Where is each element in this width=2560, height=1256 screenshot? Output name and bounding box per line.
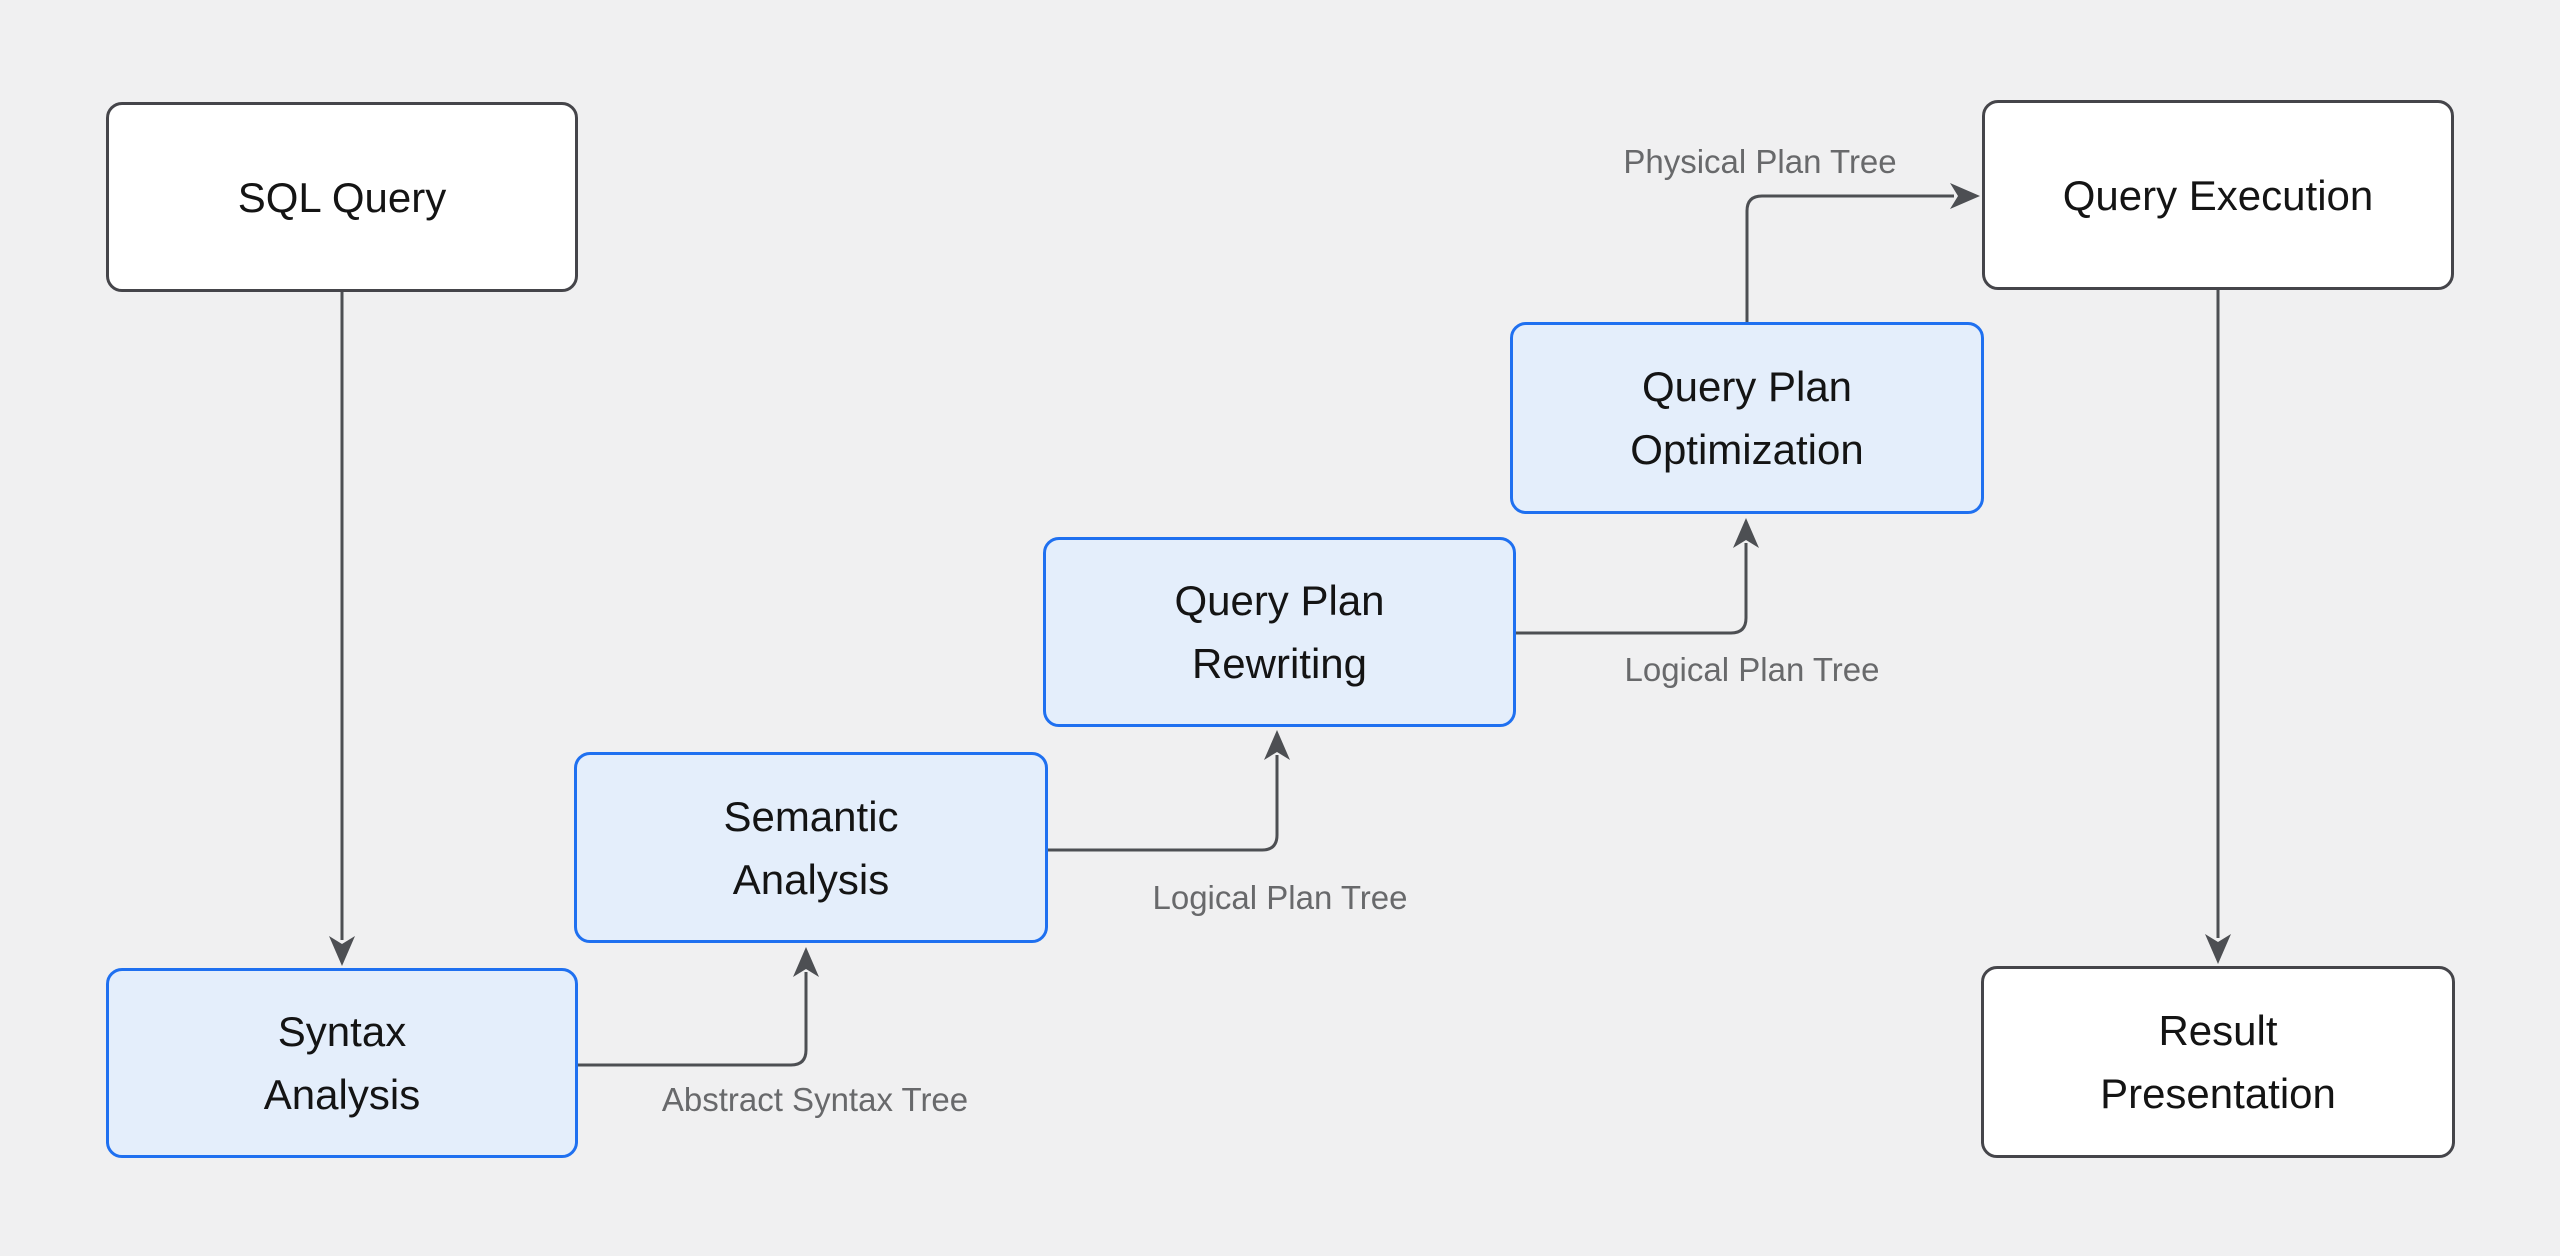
- edge-query-plan-rewriting-to-query-plan-optimization: [1516, 518, 1759, 635]
- arrowhead-up-icon: [793, 947, 819, 977]
- edge-query-plan-optimization-to-query-execution: [1745, 183, 1980, 322]
- edge-label-logical-plan-tree-1: Logical Plan Tree: [1152, 879, 1408, 916]
- edge-syntax-analysis-to-semantic-analysis: [578, 947, 819, 1067]
- node-result-presentation: Result Presentation: [1981, 966, 2455, 1158]
- arrowhead-right-icon: [1950, 183, 1980, 209]
- arrowhead-up-icon: [1264, 730, 1290, 760]
- arrowhead-down-icon: [2205, 934, 2231, 964]
- node-query-execution: Query Execution: [1982, 100, 2454, 290]
- node-syntax-analysis: Syntax Analysis: [106, 968, 578, 1158]
- arrowhead-down-icon: [329, 936, 355, 966]
- arrowhead-up-icon: [1733, 518, 1759, 548]
- edge-label-logical-plan-tree-2: Logical Plan Tree: [1624, 651, 1880, 688]
- node-query-plan-rewriting: Query Plan Rewriting: [1043, 537, 1516, 727]
- node-label-line: Analysis: [732, 855, 890, 903]
- edge-label-physical-plan-tree: Physical Plan Tree: [1623, 143, 1897, 180]
- edge-semantic-analysis-to-query-plan-rewriting: [1048, 730, 1290, 852]
- node-label-line: Query Plan: [1174, 577, 1385, 624]
- node-label-line: Presentation: [2100, 1070, 2336, 1117]
- node-label-line: Syntax: [277, 1008, 407, 1055]
- edge-label-abstract-syntax-tree: Abstract Syntax Tree: [661, 1081, 969, 1118]
- node-label-line: Semantic: [723, 792, 899, 840]
- node-label-line: Query Execution: [2062, 171, 2374, 219]
- node-label-line: Rewriting: [1191, 640, 1368, 687]
- node-label-line: Result: [2158, 1007, 2278, 1054]
- node-sql-query: SQL Query: [106, 102, 578, 292]
- node-semantic-analysis: Semantic Analysis: [574, 752, 1048, 943]
- node-query-plan-optimization: Query Plan Optimization: [1510, 322, 1984, 514]
- edge-query-execution-to-result-presentation: [2205, 290, 2231, 964]
- edge-sql-query-to-syntax-analysis: [329, 292, 355, 966]
- node-label-line: Query Plan: [1641, 363, 1853, 410]
- node-label-line: Optimization: [1630, 426, 1864, 473]
- node-label-line: SQL Query: [237, 173, 447, 221]
- node-label-line: Analysis: [263, 1071, 421, 1118]
